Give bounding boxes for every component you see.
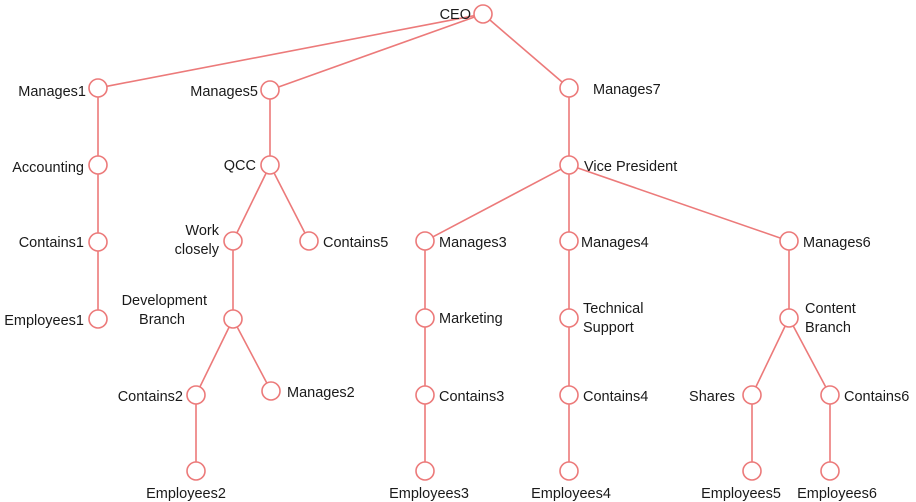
node-employees1[interactable] [88,309,108,329]
label-employees4: Employees4 [531,486,611,502]
node-employees4[interactable] [559,461,579,481]
edge-qcc-to-contains5 [273,172,306,234]
label-accounting: Accounting [12,160,84,176]
node-employees3[interactable] [415,461,435,481]
label-employees6: Employees6 [797,486,877,502]
label-contains1: Contains1 [19,235,84,251]
label-manages2: Manages2 [287,385,355,401]
label-contains3: Contains3 [439,389,504,405]
label-development-branch-line-2: Branch [139,312,185,328]
label-employees3: Employees3 [389,486,469,502]
edge-ceo-to-manages7 [489,19,563,83]
node-accounting[interactable] [88,155,108,175]
node-manages2[interactable] [261,381,281,401]
label-qcc: QCC [224,158,256,174]
node-qcc[interactable] [260,155,280,175]
node-marketing[interactable] [415,308,435,328]
nodes-group [88,4,840,481]
label-manages5: Manages5 [190,84,258,100]
label-content-branch-line-2: Branch [805,320,851,336]
node-vice-president[interactable] [559,155,579,175]
node-work-closely[interactable] [223,231,243,251]
edge-ceo-to-manages1 [106,14,475,88]
label-technical-support-line-2: Support [583,320,634,336]
label-contains6: Contains6 [844,389,909,405]
edge-vice-president-to-manages3 [432,168,562,238]
label-employees2: Employees2 [146,486,226,502]
node-ceo[interactable] [473,4,493,24]
edge-development-branch-to-manages2 [236,326,268,384]
label-content-branch-line-1: Content [805,301,856,317]
label-work-closely: Work closely [175,223,220,258]
node-contains5[interactable] [299,231,319,251]
edge-content-branch-to-contains6 [792,325,827,388]
label-employees5: Employees5 [701,486,781,502]
node-contains6[interactable] [820,385,840,405]
label-manages6: Manages6 [803,235,871,251]
edge-qcc-to-work-closely [236,172,267,234]
node-manages6[interactable] [779,231,799,251]
label-manages7: Manages7 [593,82,661,98]
label-employees1: Employees1 [4,313,84,329]
node-technical-support[interactable] [559,308,579,328]
label-vice-president: Vice President [584,159,677,175]
node-employees6[interactable] [820,461,840,481]
node-manages4[interactable] [559,231,579,251]
node-contains1[interactable] [88,232,108,252]
label-contains2: Contains2 [118,389,183,405]
edges-group [97,14,831,462]
label-manages3: Manages3 [439,235,507,251]
node-contains4[interactable] [559,385,579,405]
edge-ceo-to-manages5 [278,16,475,88]
node-development-branch[interactable] [223,309,243,329]
label-marketing: Marketing [439,311,503,327]
edge-development-branch-to-contains2 [199,326,230,388]
label-work-closely-line-1: Work [185,223,219,239]
node-contains3[interactable] [415,385,435,405]
label-work-closely-line-2: closely [175,242,220,258]
edge-vice-president-to-manages6 [577,167,781,239]
node-manages1[interactable] [88,78,108,98]
node-manages7[interactable] [559,78,579,98]
label-manages4: Manages4 [581,235,649,251]
label-shares: Shares [689,389,735,405]
node-shares[interactable] [742,385,762,405]
node-contains2[interactable] [186,385,206,405]
node-manages5[interactable] [260,80,280,100]
label-manages1: Manages1 [18,84,86,100]
edge-content-branch-to-shares [755,325,786,388]
label-contains5: Contains5 [323,235,388,251]
label-ceo: CEO [440,7,471,23]
label-contains4: Contains4 [583,389,648,405]
node-manages3[interactable] [415,231,435,251]
node-employees2[interactable] [186,461,206,481]
label-technical-support-line-1: Technical [583,301,643,317]
node-employees5[interactable] [742,461,762,481]
node-content-branch[interactable] [779,308,799,328]
label-development-branch-line-1: Development [122,293,207,309]
